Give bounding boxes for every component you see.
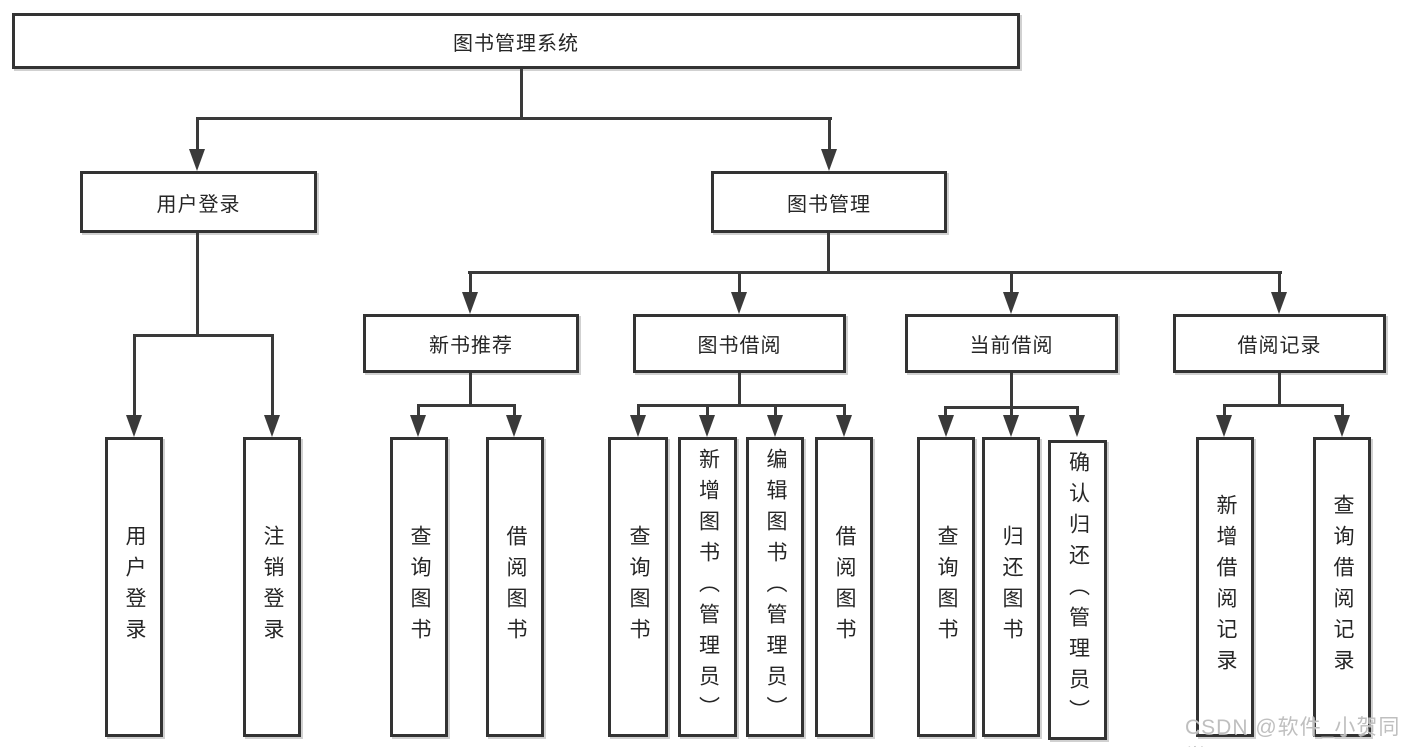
node-label: 新增图书（管理员）	[696, 447, 720, 727]
connector-horizontal	[196, 117, 832, 120]
connector-horizontal	[417, 404, 516, 407]
connector-horizontal	[637, 404, 846, 407]
arrowhead-down	[410, 415, 426, 437]
leaf-br-query-record: 查询借阅记录	[1313, 437, 1371, 737]
node-label: 归还图书	[1000, 525, 1023, 649]
connector-horizontal	[1223, 404, 1344, 407]
connector-vertical	[133, 334, 136, 416]
node-label: 确认归还（管理员）	[1066, 450, 1090, 730]
arrowhead-down	[189, 149, 205, 171]
node-current-borrowing: 当前借阅	[905, 314, 1118, 373]
node-label: 图书管理系统	[453, 32, 579, 55]
arrowhead-down	[264, 415, 280, 437]
connector-vertical	[271, 334, 274, 416]
node-user-login: 用户登录	[80, 171, 317, 233]
arrowhead-down	[821, 149, 837, 171]
connector-vertical	[469, 271, 472, 293]
connector-vertical	[417, 404, 420, 417]
node-library-system: 图书管理系统	[12, 13, 1020, 69]
leaf-nb-borrow-books: 借阅图书	[486, 437, 544, 737]
arrowhead-down	[699, 415, 715, 437]
connector-vertical	[1076, 406, 1079, 417]
connector-vertical	[774, 404, 777, 417]
arrowhead-down	[1216, 415, 1232, 437]
leaf-bb-add-books-admin: 新增图书（管理员）	[678, 437, 737, 737]
leaf-cb-query-books: 查询图书	[917, 437, 975, 737]
node-label: 借阅图书	[833, 525, 856, 649]
node-new-book-recommend: 新书推荐	[363, 314, 579, 373]
connector-vertical	[944, 406, 947, 417]
node-label: 图书管理	[787, 193, 871, 216]
arrowhead-down	[1069, 415, 1085, 437]
leaf-logout: 注销登录	[243, 437, 301, 737]
connector-vertical	[513, 404, 516, 417]
connector-vertical	[637, 404, 640, 417]
connector-vertical	[1010, 373, 1013, 409]
arrowhead-down	[1003, 415, 1019, 437]
node-label: 当前借阅	[969, 335, 1054, 357]
connector-horizontal	[468, 271, 1282, 274]
arrowhead-down	[836, 415, 852, 437]
connector-vertical	[827, 233, 830, 274]
connector-vertical	[828, 117, 831, 151]
connector-vertical	[196, 233, 199, 337]
connector-vertical	[1278, 271, 1281, 293]
node-label: 查询借阅记录	[1331, 494, 1354, 680]
arrowhead-down	[630, 415, 646, 437]
node-label: 新增借阅记录	[1214, 494, 1237, 680]
connector-vertical	[520, 69, 523, 119]
connector-vertical	[1223, 404, 1226, 417]
node-label: 查询图书	[935, 525, 958, 649]
node-book-borrowing: 图书借阅	[633, 314, 846, 373]
connector-vertical	[1010, 406, 1013, 417]
leaf-br-add-record: 新增借阅记录	[1196, 437, 1254, 737]
leaf-bb-edit-books-admin: 编辑图书（管理员）	[746, 437, 804, 737]
arrowhead-down	[731, 292, 747, 314]
connector-horizontal	[133, 334, 274, 337]
node-label: 借阅图书	[504, 525, 527, 649]
node-label: 图书借阅	[697, 335, 782, 357]
node-label: 用户登录	[156, 193, 241, 216]
node-label: 借阅记录	[1237, 335, 1322, 357]
connector-vertical	[843, 404, 846, 417]
leaf-bb-query-books: 查询图书	[608, 437, 668, 737]
connector-vertical	[1010, 271, 1013, 293]
connector-vertical	[738, 271, 741, 293]
leaf-cb-return-books: 归还图书	[982, 437, 1040, 737]
node-label: 新书推荐	[429, 335, 513, 357]
connector-vertical	[1278, 373, 1281, 407]
arrowhead-down	[938, 415, 954, 437]
arrowhead-down	[1334, 415, 1350, 437]
connector-vertical	[469, 373, 472, 407]
watermark: CSDN @软件_小贺同学	[1185, 716, 1401, 747]
node-borrowing-records: 借阅记录	[1173, 314, 1386, 373]
node-label: 编辑图书（管理员）	[764, 447, 787, 727]
connector-vertical	[706, 404, 709, 417]
node-label: 查询图书	[408, 525, 431, 649]
connector-vertical	[738, 373, 741, 407]
connector-vertical	[196, 117, 199, 151]
arrowhead-down	[506, 415, 522, 437]
arrowhead-down	[1003, 292, 1019, 314]
node-label: 查询图书	[627, 525, 650, 649]
leaf-user-login: 用户登录	[105, 437, 163, 737]
leaf-cb-confirm-return-admin: 确认归还（管理员）	[1048, 440, 1107, 740]
arrowhead-down	[462, 292, 478, 314]
arrowhead-down	[1271, 292, 1287, 314]
node-label: 用户登录	[123, 525, 146, 649]
arrowhead-down	[767, 415, 783, 437]
connector-vertical	[1341, 404, 1344, 417]
arrowhead-down	[126, 415, 142, 437]
leaf-bb-borrow-books: 借阅图书	[815, 437, 873, 737]
node-label: 注销登录	[261, 525, 284, 649]
leaf-nb-query-books: 查询图书	[390, 437, 448, 737]
node-book-management: 图书管理	[711, 171, 947, 233]
